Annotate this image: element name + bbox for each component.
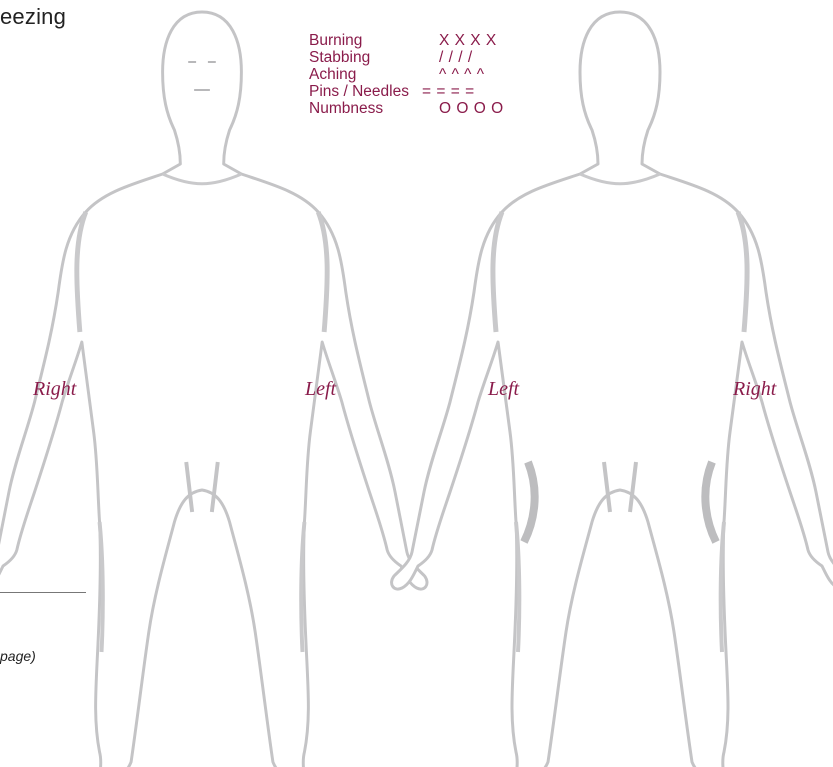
legend-symbol-numbness: O O O O	[439, 100, 504, 117]
legend-symbol-pins-needles: = = = =	[422, 83, 475, 100]
legend-label-stabbing: Stabbing	[309, 49, 370, 66]
signature-line	[0, 592, 86, 593]
back-left-label: Left	[488, 378, 519, 401]
legend-label-aching: Aching	[309, 66, 356, 83]
pain-legend: Burning X X X X Stabbing / / / / Aching …	[309, 32, 509, 122]
front-right-label: Right	[33, 378, 76, 401]
legend-symbol-burning: X X X X	[439, 32, 497, 49]
legend-label-numbness: Numbness	[309, 100, 383, 117]
front-left-label: Left	[305, 378, 336, 401]
legend-symbol-aching: ^ ^ ^ ^	[439, 66, 485, 83]
legend-label-pins-needles: Pins / Needles	[309, 83, 409, 100]
page-note-text: page)	[0, 648, 36, 664]
back-right-label: Right	[733, 378, 776, 401]
legend-symbol-stabbing: / / / /	[439, 49, 473, 66]
legend-label-burning: Burning	[309, 32, 362, 49]
